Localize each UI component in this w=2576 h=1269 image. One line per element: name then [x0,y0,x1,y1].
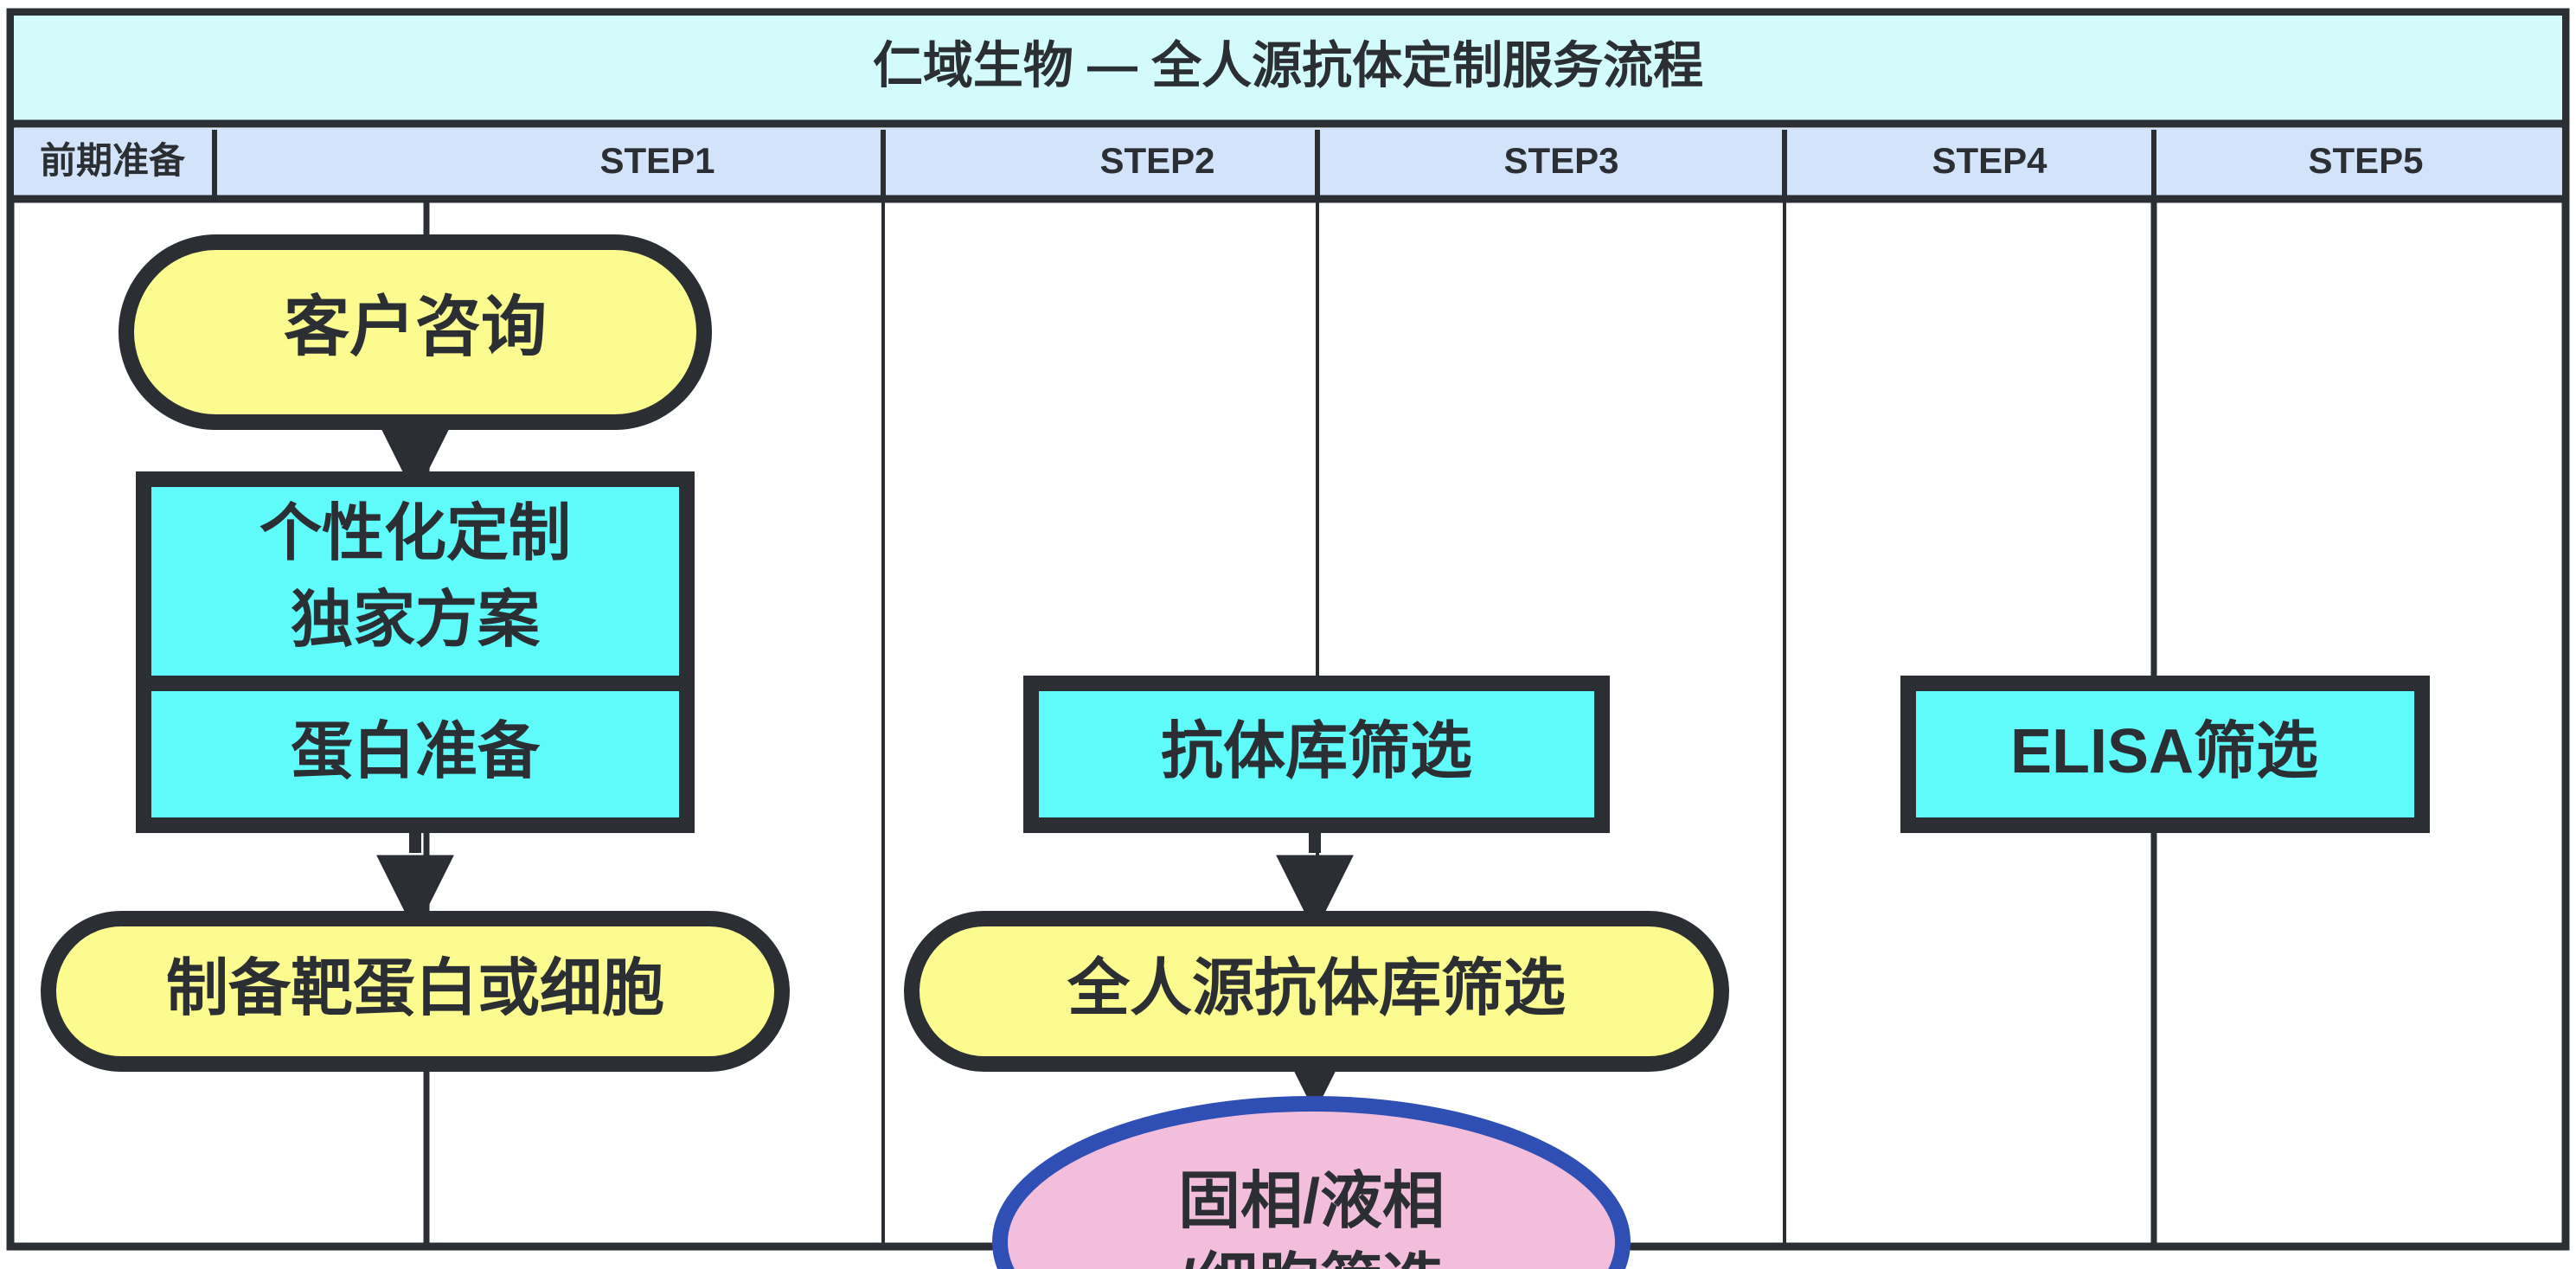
node-elisa-shape [1900,676,2430,833]
node-lib-screen-label: 抗体库筛选 [1161,717,1472,786]
column-header-step1: STEP1 [599,140,714,181]
column-header-step3: STEP3 [1503,140,1618,181]
node-custom-plan-label-line2: 独家方案 [291,586,541,655]
node-elisa[interactable]: ELISA筛选 [1900,676,2430,833]
node-consult-shape [119,234,712,430]
column-header-prep: 前期准备 [40,140,186,181]
node-target-prep-label: 制备靶蛋白或细胞 [166,954,664,1023]
node-phase-screen-label-line1: 固相/液相 [1178,1167,1445,1236]
node-phase-screen-shape [992,1096,1631,1269]
node-lib-screen-shape [1023,676,1610,833]
node-phase-screen[interactable]: 固相/液相 /细胞筛选 [992,1096,1631,1269]
node-custom-plan-label-line1: 个性化定制 [260,499,571,568]
diagram-title: 仁域生物 — 全人源抗体定制服务流程 [873,37,1703,93]
node-target-prep-shape [41,911,790,1072]
node-human-lib-label: 全人源抗体库筛选 [1067,954,1566,1023]
node-target-prep[interactable]: 制备靶蛋白或细胞 [41,911,790,1072]
flow-body-group: 客户咨询 个性化定制 独家方案 蛋白准备 制备靶蛋白或细胞 抗体库筛选 全人源抗… [41,234,2430,1269]
node-human-lib-shape [904,911,1729,1072]
node-consult[interactable]: 客户咨询 [119,234,712,430]
node-protein-prep[interactable]: 蛋白准备 [136,676,695,833]
header-row-background [14,128,2562,195]
node-lib-screen[interactable]: 抗体库筛选 [1023,676,1610,833]
column-header-step5: STEP5 [2308,140,2423,181]
column-header-step2: STEP2 [1099,140,1214,181]
node-protein-prep-label: 蛋白准备 [291,717,541,786]
node-protein-prep-shape [136,676,695,833]
column-header-step4: STEP4 [1932,140,2047,181]
node-phase-screen-label-line2: /细胞筛选 [1178,1248,1445,1269]
title-bar-background [14,16,2562,121]
node-human-lib[interactable]: 全人源抗体库筛选 [904,911,1729,1072]
node-custom-plan[interactable]: 个性化定制 独家方案 [136,471,695,691]
node-elisa-label: ELISA筛选 [2010,717,2318,786]
node-consult-label: 客户咨询 [284,291,547,364]
